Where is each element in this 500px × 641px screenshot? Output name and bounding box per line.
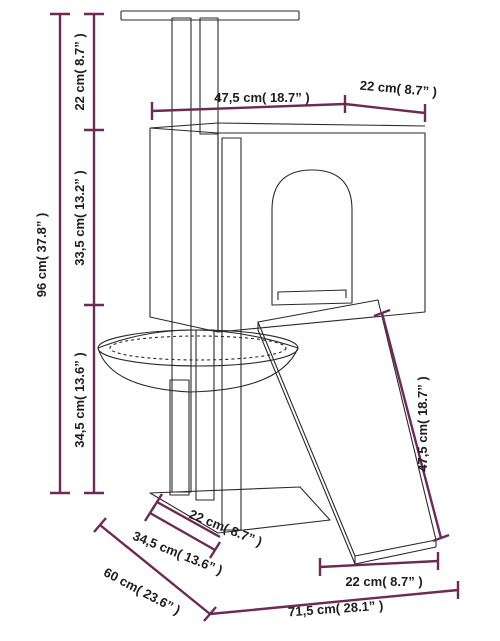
- hammock-basket: [97, 329, 299, 393]
- post-top-right: [199, 17, 219, 135]
- cat-tree-drawing: [97, 10, 437, 565]
- house-roof-back: [217, 122, 426, 127]
- label-ramp-length: 47,5 cm( 18.7” ): [415, 376, 430, 471]
- house-roof-edge: [149, 122, 219, 129]
- dimension-lines: [50, 12, 460, 622]
- house-entrance: [271, 169, 353, 306]
- label-base-depth: 34,5 cm( 13.6” ): [131, 528, 225, 578]
- post-front: [221, 137, 242, 531]
- label-base-depth-inner: 22 cm( 8.7” ): [187, 506, 264, 549]
- label-overall-depth: 60 cm( 23.6” ): [101, 565, 183, 618]
- label-middle-segment: 33,5 cm( 13.2” ): [72, 170, 87, 265]
- scratching-ramp: [257, 299, 437, 565]
- top-platform: [120, 10, 300, 21]
- post-middle: [195, 329, 215, 501]
- post-back-left: [171, 17, 192, 493]
- house-entrance-inner: [277, 289, 347, 300]
- label-overall-width: 71,5 cm( 28.1” ): [288, 598, 384, 620]
- base-board: [149, 486, 331, 534]
- label-house-width: 47,5 cm( 18.7” ): [214, 90, 309, 105]
- post-lower-left: [169, 379, 190, 496]
- label-top-segment: 22 cm( 8.7” ): [72, 33, 87, 110]
- house-side: [217, 132, 426, 333]
- house-front: [149, 127, 219, 333]
- label-total-height: 96 cm( 37.8” ): [34, 213, 49, 298]
- label-house-depth: 22 cm( 8.7” ): [359, 78, 437, 100]
- label-ramp-width: 22 cm( 8.7” ): [345, 574, 422, 589]
- label-lower-segment: 34,5 cm( 13.6” ): [72, 352, 87, 447]
